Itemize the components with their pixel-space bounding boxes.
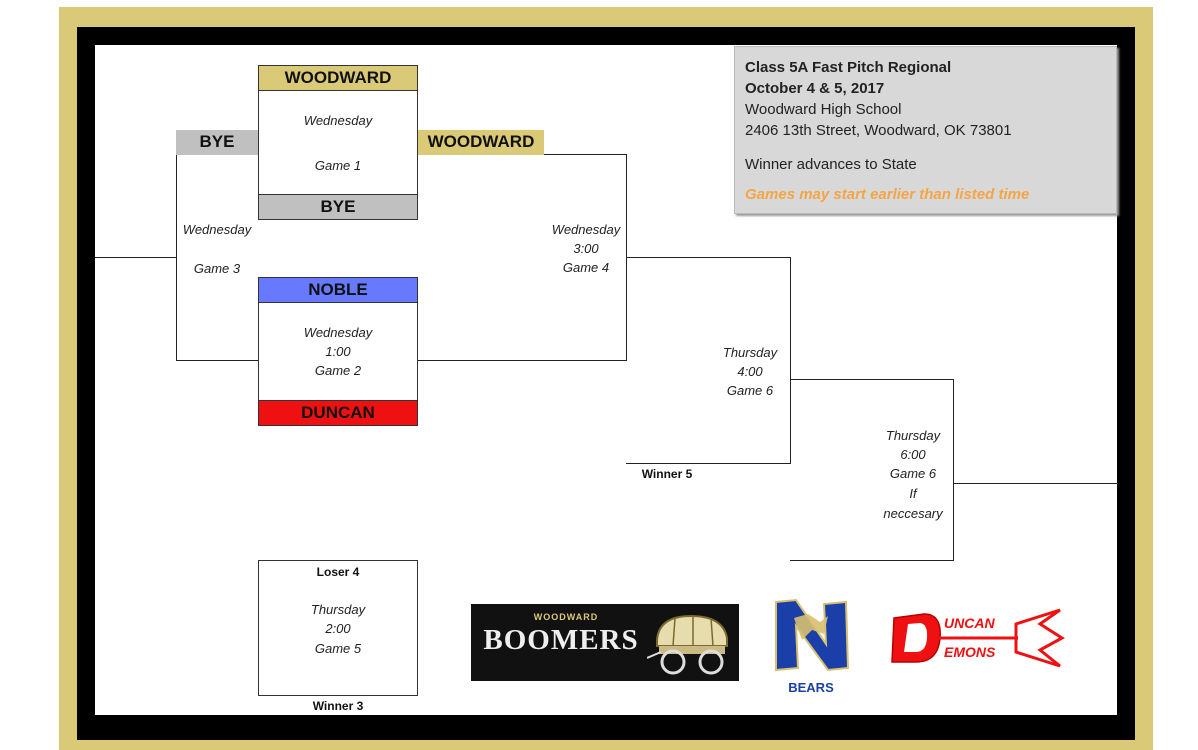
- info-title: Class 5A Fast Pitch Regional: [745, 59, 952, 76]
- game-6-time: 4:00: [737, 364, 763, 379]
- game-5-day: Thursday: [310, 602, 366, 617]
- game-6-day: Thursday: [722, 345, 778, 360]
- trident-icon: [891, 608, 1065, 668]
- team-woodward-top: WOODWARD: [258, 65, 418, 91]
- team-noble: NOBLE: [258, 277, 418, 303]
- game-3-label: Game 3: [193, 261, 241, 276]
- game-2-day: Wednesday: [303, 325, 373, 340]
- bears-n-icon: [775, 598, 850, 672]
- bears-logo: BEARS: [766, 596, 856, 700]
- boomers-logo-text: BOOMERS: [483, 624, 639, 656]
- winner-3-label: Winner 3: [312, 699, 364, 713]
- game-5-label: Game 5: [314, 641, 362, 656]
- game-2-label: Game 2: [314, 363, 362, 378]
- game-5-box: [258, 560, 418, 696]
- duncan-bottom-text: EMONS: [944, 644, 996, 660]
- info-box: Class 5A Fast Pitch Regional October 4 &…: [734, 46, 1117, 214]
- game-3-day: Wednesday: [182, 222, 252, 237]
- boomers-logo: WOODWARD BOOMERS: [471, 604, 739, 681]
- game-5-time: 2:00: [325, 621, 351, 636]
- game-4-time: 3:00: [573, 241, 599, 256]
- info-dates: October 4 & 5, 2017: [745, 80, 885, 97]
- winner-5-label: Winner 5: [641, 467, 693, 481]
- team-duncan: DUNCAN: [258, 400, 418, 426]
- duncan-demons-logo: UNCAN EMONS: [890, 604, 1065, 670]
- game-2-time: 1:00: [325, 344, 351, 359]
- team-woodward-advance: WOODWARD: [418, 130, 544, 155]
- game-7-label: Game 6: [889, 466, 937, 481]
- loser-4-label: Loser 4: [316, 565, 360, 579]
- team-bye-left: BYE: [176, 130, 258, 155]
- info-address: 2406 13th Street, Woodward, OK 73801: [745, 122, 1012, 139]
- info-advance: Winner advances to State: [745, 156, 917, 173]
- info-warning: Games may start earlier than listed time: [745, 186, 1030, 203]
- info-venue: Woodward High School: [745, 101, 902, 118]
- game-4-label: Game 4: [562, 260, 610, 275]
- bears-label: BEARS: [788, 680, 834, 695]
- duncan-top-text: UNCAN: [944, 615, 995, 631]
- game-1-label: Game 1: [314, 158, 362, 173]
- game-7-time: 6:00: [900, 447, 926, 462]
- team-bye-box: BYE: [258, 194, 418, 220]
- game-6-label: Game 6: [726, 383, 774, 398]
- boomers-logo-top-text: WOODWARD: [533, 612, 599, 622]
- game-7-necessary: neccesary: [883, 506, 943, 521]
- game-7-day: Thursday: [885, 428, 941, 443]
- game-1-day: Wednesday: [303, 113, 373, 128]
- game-4-day: Wednesday: [551, 222, 621, 237]
- covered-wagon-icon: [647, 614, 728, 675]
- game-7-if: If: [909, 486, 917, 501]
